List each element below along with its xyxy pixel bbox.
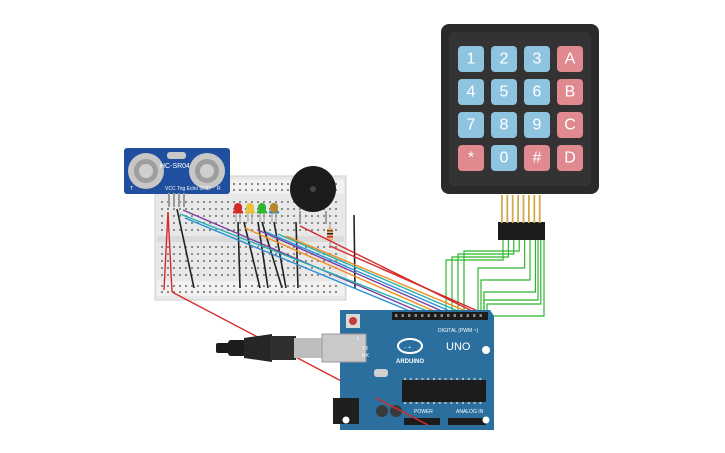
wire-purple-2 [257,229,445,313]
keypad-key[interactable]: 6 [524,79,550,105]
sensor-crystal [167,152,186,159]
keypad-key[interactable]: * [458,145,484,171]
keypad-keys: 1 2 3 A 4 5 6 B 7 8 9 C * 0 # D [458,46,583,171]
crystal [374,369,388,377]
key-label: 2 [500,51,509,68]
analog-label: ANALOG IN [456,409,484,415]
ultrasonic-sensor: HC-SR04 T R VCC Trig Echo GND [124,148,230,207]
breadboard-jumpers [176,208,356,289]
wire-red-resistor [329,245,481,313]
keypad-connector [498,195,545,240]
arduino-uno: DIGITAL (PWM ~) − + ARDUINO UNO L TX RX … [321,310,494,430]
key-face [491,145,517,171]
power-label: POWER [414,409,433,415]
keypad-key[interactable]: 5 [491,79,517,105]
keypad-face [449,32,591,186]
led-orange [270,203,278,213]
keypad-key[interactable]: 7 [458,112,484,138]
key-face [491,112,517,138]
wire-orange-1 [244,227,437,313]
key-label: 5 [500,84,509,101]
wire-orange-2 [285,235,469,313]
keypad-key[interactable]: C [557,112,583,138]
wire-red-vertical [167,211,173,293]
key-label: # [533,150,542,167]
key-label: B [565,84,576,101]
key-label: D [564,150,576,167]
key-face [458,145,484,171]
key-face [458,112,484,138]
wire-blue-2 [265,231,453,313]
key-face [524,112,550,138]
key-label: 8 [500,117,509,134]
atmega-chip [402,380,486,402]
key-label: * [468,150,474,167]
keypad-key[interactable]: 9 [524,112,550,138]
tx-label: TX [362,346,369,352]
key-face [458,79,484,105]
key-face [524,46,550,72]
keypad-key[interactable]: A [557,46,583,72]
usb-plug [294,338,322,358]
key-face [557,112,583,138]
key-label: 7 [467,117,476,134]
arduino-model: UNO [446,341,471,353]
led-red [233,203,243,222]
sensor-model-label: HC-SR04 [160,163,190,170]
leds [233,203,279,222]
arduino-brand: ARDUINO [396,359,424,365]
key-face [458,46,484,72]
wire-red-buzzer [299,225,475,313]
key-label: 1 [467,51,476,68]
sensor-pins-label: VCC Trig Echo GND [165,186,211,192]
keypad-key[interactable]: 0 [491,145,517,171]
key-label: A [565,51,576,68]
led-green [257,203,267,222]
keypad[interactable]: 1 2 3 A 4 5 6 B 7 8 9 C * 0 # D [441,24,599,194]
rx-label: RX [362,353,370,359]
key-face [557,79,583,105]
sensor-r-label: R [217,186,221,192]
key-face [557,145,583,171]
buzzer [290,166,336,224]
digital-label: DIGITAL (PWM ~) [438,328,478,334]
key-face [524,145,550,171]
key-label: 3 [533,51,542,68]
keypad-key[interactable]: # [524,145,550,171]
key-label: 9 [533,117,542,134]
wire-teal-2 [277,233,461,313]
key-label: 4 [467,84,476,101]
keypad-wires [445,240,545,317]
key-face [557,46,583,72]
keypad-connector-housing [498,222,545,240]
key-face [524,79,550,105]
l-label: L [357,336,360,342]
resistor [327,222,333,246]
keypad-key[interactable]: 4 [458,79,484,105]
sensor-t-label: T [130,186,133,192]
wire-teal [179,213,431,313]
breadboard-bottom-rail [157,281,344,296]
key-label: 0 [500,150,509,167]
led-yellow [245,203,255,222]
keypad-key[interactable]: 1 [458,46,484,72]
wire-blue-1 [184,217,413,313]
reset-button [349,317,357,325]
keypad-key[interactable]: 3 [524,46,550,72]
keypad-key[interactable]: 2 [491,46,517,72]
key-label: 6 [533,84,542,101]
digital-header [392,312,488,320]
keypad-key[interactable]: 8 [491,112,517,138]
key-face [491,79,517,105]
analog-header [448,418,486,425]
keypad-key[interactable]: B [557,79,583,105]
key-label: C [564,117,576,134]
svg-text:− +: − + [404,345,411,351]
key-face [491,46,517,72]
keypad-key[interactable]: D [557,145,583,171]
